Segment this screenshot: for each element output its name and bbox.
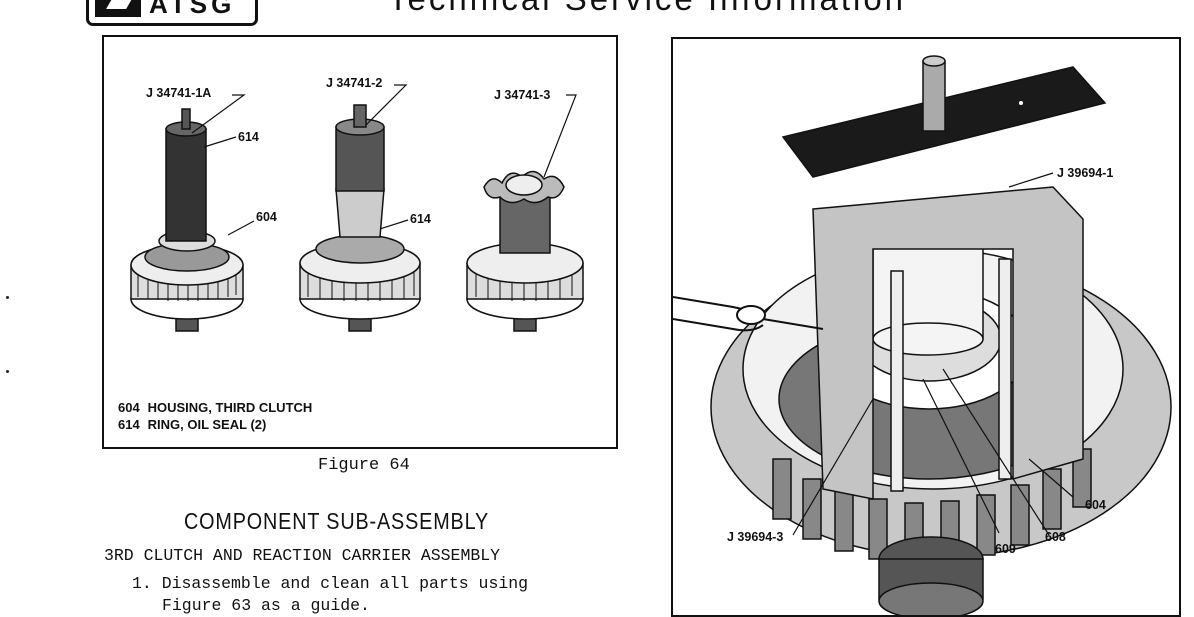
- legend-number: 614: [118, 417, 140, 432]
- section-title: COMPONENT SUB-ASSEMBLY: [184, 508, 490, 534]
- figure-64-legend: 604 HOUSING, THIRD CLUTCH 614 RING, OIL …: [118, 399, 312, 433]
- atsg-logo: ATSG: [86, 0, 258, 26]
- callout-614-a: 614: [238, 130, 259, 144]
- figure-64-caption: Figure 64: [318, 456, 410, 475]
- label-j39694-3: J 39694-3: [727, 530, 783, 544]
- label-609: 609: [995, 542, 1016, 556]
- section-subtitle: 3RD CLUTCH AND REACTION CARRIER ASSEMBLY: [104, 546, 501, 565]
- callout-604: 604: [256, 210, 277, 224]
- figure-64-panel: J 34741-1A 614 604 J 34741-2 614 J 34741…: [102, 35, 618, 449]
- housing-illustration-2: [299, 104, 421, 332]
- callout-j34741-1a: J 34741-1A: [146, 86, 211, 100]
- legend-row: 614 RING, OIL SEAL (2): [118, 416, 312, 433]
- legend-number: 604: [118, 400, 140, 415]
- legend-row: 604 HOUSING, THIRD CLUTCH: [118, 399, 312, 416]
- housing-illustration-1: [130, 108, 244, 332]
- step-1-line-1: 1. Disassemble and clean all parts using: [132, 574, 529, 593]
- figure-65-photo-panel: J 39694-1 604 608 609 J 39694-3: [671, 37, 1181, 617]
- housing-illustration-3: [466, 170, 584, 332]
- label-604: 604: [1085, 498, 1106, 512]
- callout-j34741-2: J 34741-2: [326, 76, 382, 90]
- label-j39694-1: J 39694-1: [1057, 166, 1113, 180]
- callout-j34741-3: J 34741-3: [494, 88, 550, 102]
- step-1-line-2: Figure 63 as a guide.: [162, 596, 370, 615]
- compressor-photo-illustration: J 39694-1 604 608 609 J 39694-3: [673, 55, 1172, 615]
- logo-mark-icon: [95, 0, 141, 17]
- legend-text: HOUSING, THIRD CLUTCH: [147, 400, 313, 415]
- scan-speck: [6, 370, 9, 373]
- page-title: Technical Service Information: [388, 0, 906, 17]
- figure-64-illustration: J 34741-1A 614 604 J 34741-2 614 J 34741…: [130, 76, 584, 332]
- label-608: 608: [1045, 530, 1066, 544]
- scan-speck: [6, 296, 9, 299]
- legend-text: RING, OIL SEAL (2): [147, 417, 267, 432]
- logo-text: ATSG: [149, 0, 236, 19]
- leader-lines: [191, 84, 577, 236]
- callout-614-b: 614: [410, 212, 431, 226]
